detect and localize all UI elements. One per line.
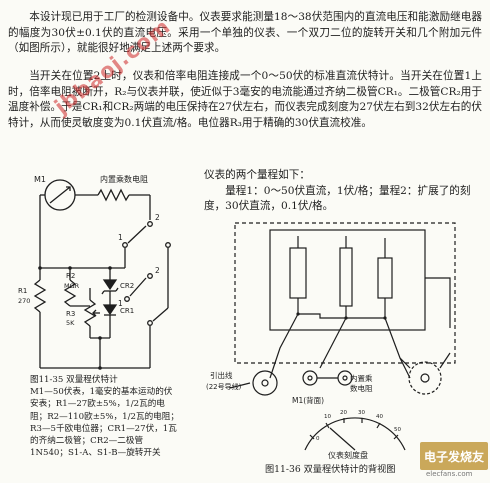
cr1-label: CR1 [120,307,134,315]
site-logo: 电子发烧友 [420,442,488,470]
ranges-body: 量程1：0～50伏直流，1伏/格；量程2：扩展了的刻度，30伏直流，0.1伏/格… [204,184,471,213]
cr2-label: CR2 [120,282,134,290]
lead-wire-gauge: (22号导线) [206,382,242,391]
dial-tick-30: 30 [358,410,365,416]
dial-label: 仪表刻度盘 [328,450,368,460]
r3-value: 5K [66,319,75,327]
figure-11-35-caption: 图11-35 双量程伏特计 M1—50伏表，1毫安的基本运动的伏安表；R1—27… [30,374,180,459]
ranges-heading: 仪表的两个量程如下： [204,169,310,181]
paragraph-operation: 当开关在位置2上时，仪表和倍率电阻连接成一个0～50伏的标准直流伏特计。当开关在… [8,70,482,129]
top-resistor-label: 内置乘数电阻 [100,174,148,184]
caption-parts: M1—50伏表，1毫安的基本运动的伏安表；R1—27欧±5%，1/2瓦的电阻；R… [30,387,179,459]
r1-label: R1 [18,287,27,295]
r3-label: R3 [66,310,75,318]
wiper-top-label: 2 [155,213,160,222]
dial-tick-0: 0 [316,436,320,442]
schematic-dual-range-voltmeter: M1 内置乘数电阻 2 1 2 1 R2 MΩR R3 5K R1 270 CR… [18,174,171,370]
paragraph-ranges: 仪表的两个量程如下： 量程1：0～50伏直流，1伏/格；量程2：扩展了的刻度，3… [204,168,486,215]
dial-tick-40: 40 [376,414,383,420]
multiplier-label: 内置乘 [350,373,373,383]
dial-tick-20: 20 [340,410,347,416]
meter-back-label: M1(背面) [292,395,324,405]
caption-title: 图11-35 双量程伏特计 [30,375,118,385]
figure-11-36-caption: 图11-36 双量程伏特计的背视图 [265,464,396,475]
paragraph-intro: 本设计现已用于工厂的检测设备中。仪表要求能测量18～38伏范围内的直流电压和能激… [8,11,482,55]
wiper-bottom-label: 2 [155,266,160,275]
pos-bottom-label: 1 [118,299,123,308]
multiplier-label-2: 数电阻 [350,383,373,393]
site-url: elecfans.com [426,470,473,478]
lead-label: 引出线 [210,370,233,380]
r1-value: 270 [18,297,30,305]
r2-label: R2 [66,272,75,280]
meter-label: M1 [34,175,46,184]
dial-tick-50: 50 [394,427,401,433]
pos-top-label: 1 [118,233,123,242]
schematic-back-view: 引出线 (22号导线) 内置乘 数电阻 M1(背面) 0 10 20 30 40… [206,222,456,460]
dial-tick-10: 10 [324,414,331,420]
r2-value: MΩR [64,282,80,290]
